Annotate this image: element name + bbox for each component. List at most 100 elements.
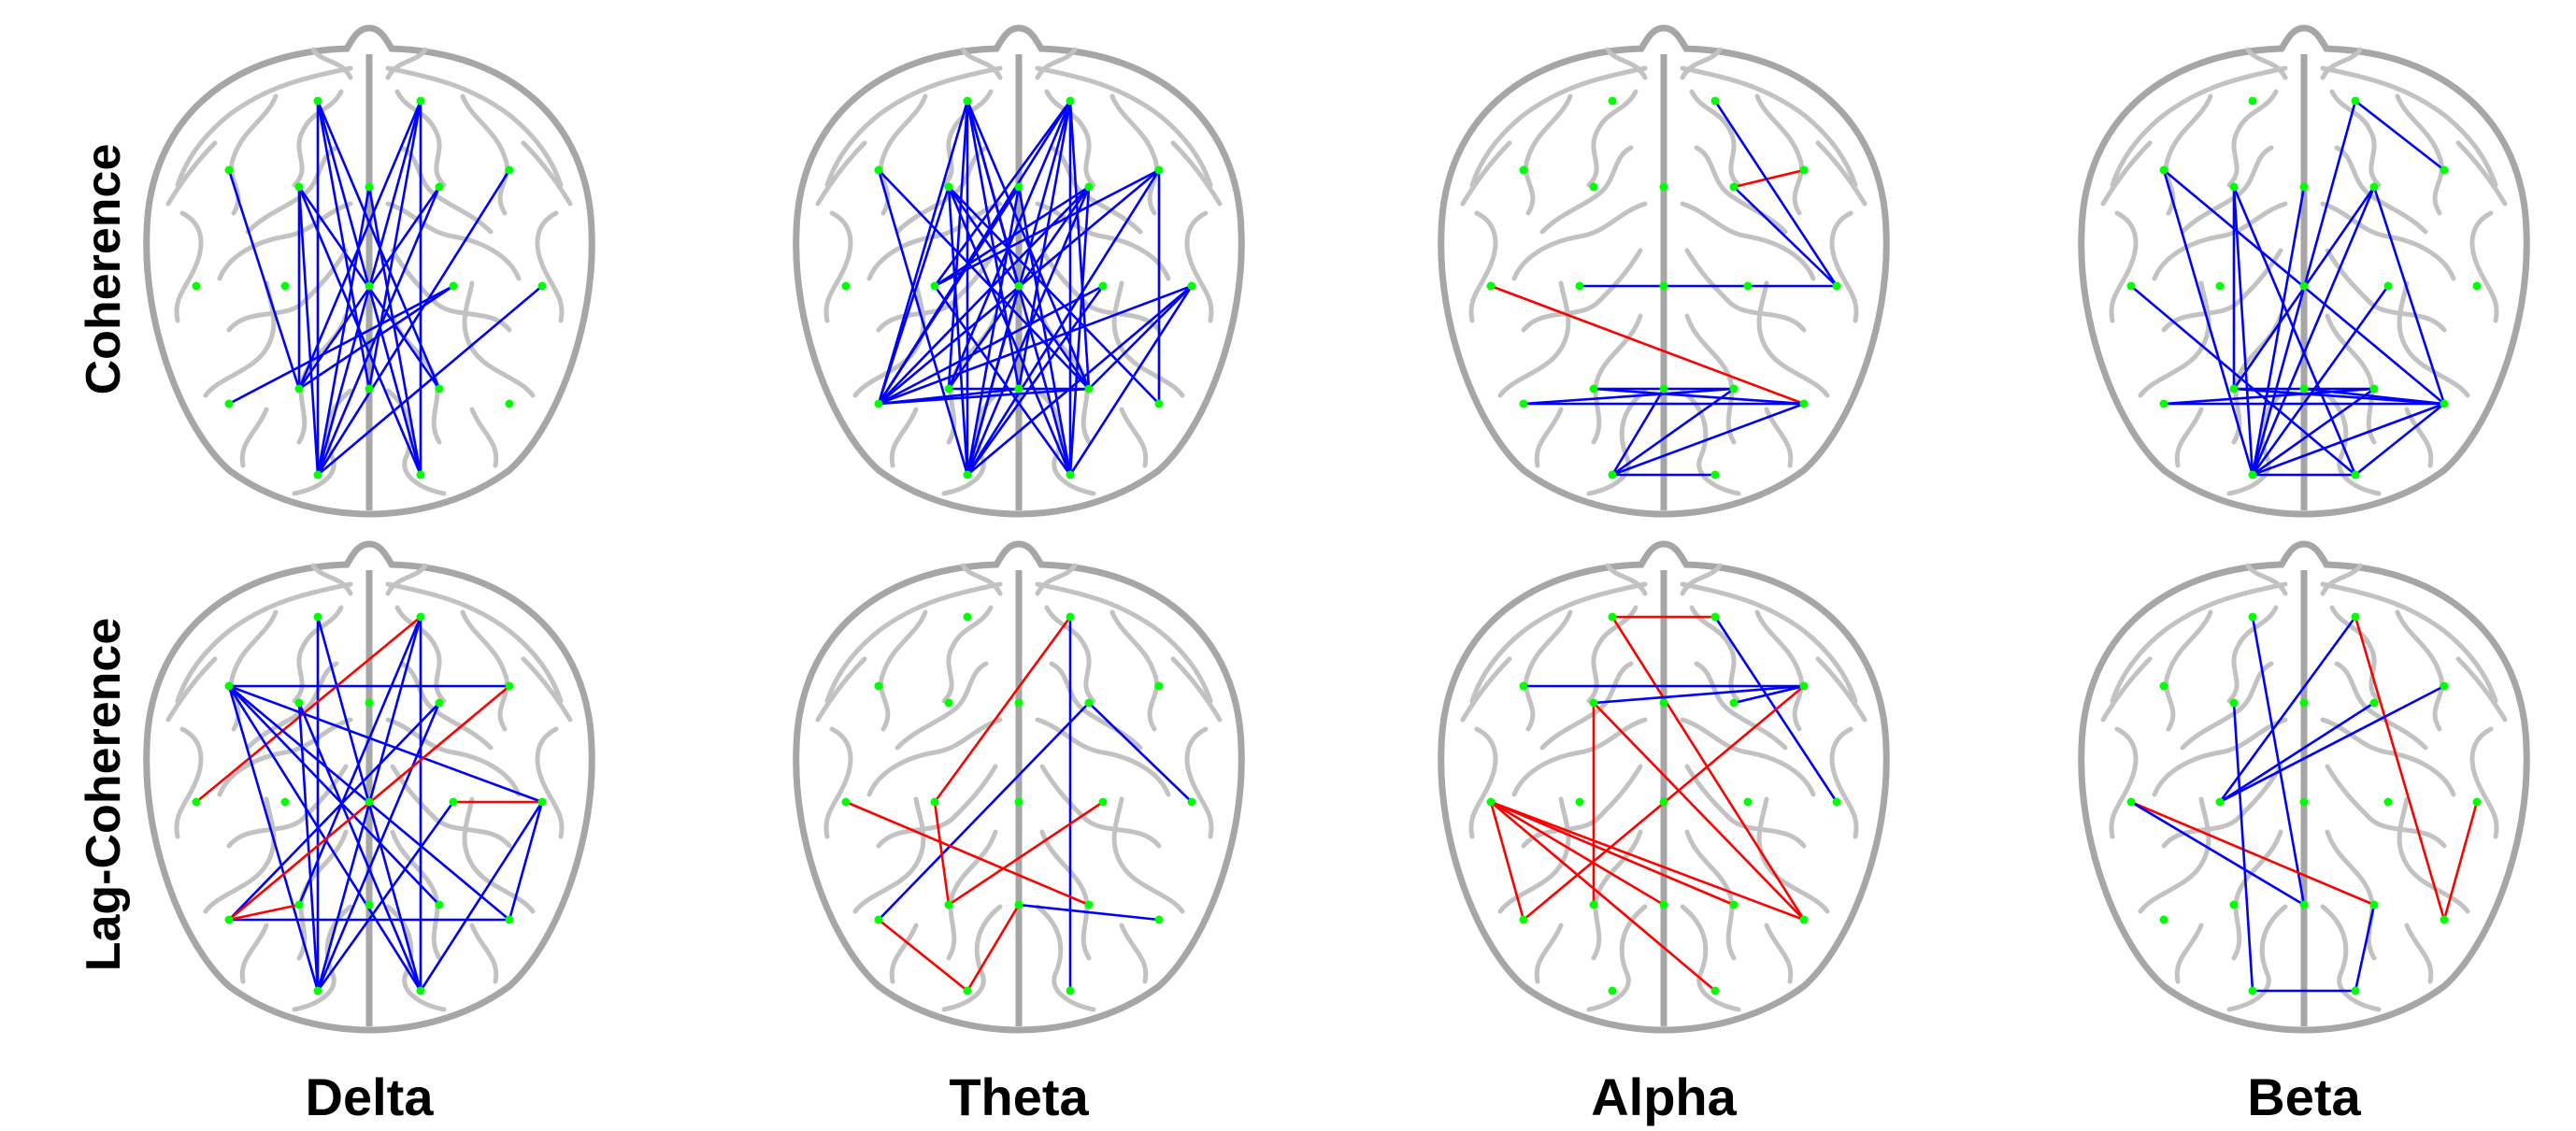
connection-f4-t4 xyxy=(1733,186,1838,287)
connection-f4-o1 xyxy=(316,186,441,476)
electrode-f7 xyxy=(1519,681,1528,691)
electrode-f7 xyxy=(224,681,234,691)
electrode-cz xyxy=(1659,797,1668,807)
electrode-t5 xyxy=(874,915,883,924)
electrode-o1 xyxy=(1608,986,1617,995)
electrode-t4 xyxy=(2472,797,2482,807)
electrode-t5 xyxy=(224,915,234,924)
connection-c4-o1 xyxy=(2251,285,2390,476)
panels-layer xyxy=(147,28,2527,1030)
electrode-f7 xyxy=(224,165,234,175)
electrode-c3 xyxy=(1575,797,1584,807)
electrode-t4 xyxy=(537,281,547,291)
electrode-f7 xyxy=(874,681,883,691)
connection-o1-p4 xyxy=(2252,387,2375,477)
electrode-f8 xyxy=(505,681,514,691)
electrode-cz xyxy=(1659,281,1668,291)
electrode-pz xyxy=(365,384,374,394)
electrode-o2 xyxy=(1710,470,1720,480)
electrode-t4 xyxy=(1187,281,1196,291)
panel-coherence-theta xyxy=(796,28,1242,514)
electrode-t6 xyxy=(1799,399,1809,408)
electrode-f8 xyxy=(1799,165,1809,175)
electrode-o2 xyxy=(416,986,425,995)
electrode-p3 xyxy=(294,900,304,909)
connection-fz-t5 xyxy=(877,186,1021,405)
electrode-o1 xyxy=(1608,470,1617,480)
connection-f4-o2 xyxy=(1068,186,1091,476)
electrode-pz xyxy=(1014,900,1023,909)
connection-pz-t6 xyxy=(2303,387,2445,406)
electrode-t5 xyxy=(1519,399,1528,408)
electrode-t3 xyxy=(841,797,851,807)
electrode-f4 xyxy=(435,698,444,708)
electrode-fp1 xyxy=(313,612,322,622)
electrode-fp2 xyxy=(416,96,425,106)
connection-t4-o1 xyxy=(966,285,1193,476)
panel-coherence-alpha xyxy=(1441,28,1887,514)
electrode-p4 xyxy=(435,900,444,909)
electrode-fp2 xyxy=(2351,96,2360,106)
electrode-t6 xyxy=(1154,915,1164,924)
connection-t4-o2 xyxy=(1068,285,1194,476)
connection-t3-t6 xyxy=(1490,284,1805,406)
connection-t5-p4 xyxy=(1523,387,1735,406)
connection-f3-o2 xyxy=(947,186,1072,476)
electrode-c4 xyxy=(1098,797,1108,807)
electrode-t5 xyxy=(2159,915,2168,924)
connection-fp2-t4 xyxy=(1713,100,1839,287)
electrode-f8 xyxy=(505,165,514,175)
electrode-o2 xyxy=(1710,986,1720,995)
electrode-p4 xyxy=(1084,900,1094,909)
electrode-c3 xyxy=(930,281,939,291)
connection-o1-p4 xyxy=(1611,387,1735,477)
electrode-t3 xyxy=(2126,797,2136,807)
connection-fp1-cz xyxy=(966,100,1021,287)
connection-f8-o1 xyxy=(316,169,511,476)
electrode-t3 xyxy=(192,281,201,291)
connection-t4-t6 xyxy=(508,801,544,921)
electrode-f3 xyxy=(1589,698,1598,708)
electrode-o2 xyxy=(1066,986,1075,995)
electrode-fp2 xyxy=(2351,612,2360,622)
connection-f3-o2 xyxy=(297,186,422,476)
connection-f8-c3 xyxy=(934,168,1160,288)
electrode-fz xyxy=(2299,698,2309,708)
electrode-t6 xyxy=(505,399,514,408)
connection-f8-o1 xyxy=(966,169,1161,476)
electrode-cz xyxy=(1014,797,1023,807)
electrode-c4 xyxy=(2383,797,2393,807)
electrode-t5 xyxy=(874,399,883,408)
connection-c4-p3 xyxy=(948,800,1104,907)
panel-coherence-beta xyxy=(2082,28,2527,514)
connection-fp2-t3 xyxy=(195,615,422,804)
connection-t5-o1 xyxy=(878,918,968,993)
electrode-t3 xyxy=(2126,281,2136,291)
electrode-f4 xyxy=(2369,182,2379,192)
electrode-fp2 xyxy=(1710,96,1720,106)
connection-fz-o1 xyxy=(966,186,1021,476)
connection-fp1-pz xyxy=(966,100,1021,390)
connection-fp2-f8 xyxy=(2354,99,2445,172)
electrode-t6 xyxy=(2440,399,2449,408)
electrode-c4 xyxy=(449,281,458,291)
brain-outline xyxy=(796,28,1242,514)
connection-t3-p4 xyxy=(845,800,1090,907)
connection-t4-p4 xyxy=(1088,285,1193,390)
connection-t5-c4 xyxy=(878,284,1104,406)
connection-fp2-c3 xyxy=(933,100,1072,287)
connection-c3-p3 xyxy=(933,801,951,906)
connection-c4-o1 xyxy=(966,285,1105,476)
electrode-f8 xyxy=(2440,165,2449,175)
electrode-fp1 xyxy=(963,612,972,622)
electrode-fp1 xyxy=(313,96,322,106)
connection-t3-p4 xyxy=(1490,800,1735,907)
brain-outline xyxy=(2082,28,2527,514)
electrode-o1 xyxy=(313,470,322,480)
connection-p3-t6 xyxy=(2233,387,2445,406)
connection-t3-pz xyxy=(1490,800,1665,907)
electrode-f3 xyxy=(2229,698,2239,708)
electrode-f3 xyxy=(294,698,304,708)
electrode-p3 xyxy=(2229,384,2239,394)
connection-t4-o1 xyxy=(317,285,543,476)
